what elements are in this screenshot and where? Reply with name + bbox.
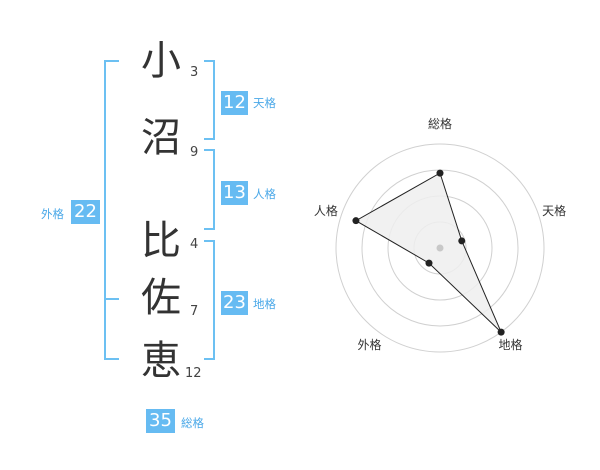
jinkaku-bracket-top (204, 149, 215, 151)
soukaku-label: 総格 (181, 416, 204, 430)
name-char-5: 恵 (141, 338, 181, 384)
radar-axis-label-1: 総格 (428, 116, 452, 131)
radar-point-1 (436, 169, 444, 177)
chikaku-badge: 23 (221, 291, 248, 315)
tenkaku-bracket-vertical (213, 60, 215, 140)
tenkaku-bracket-bottom (204, 138, 215, 140)
gaikaku-bracket-vertical (104, 60, 106, 360)
gaikaku-label: 外格 (41, 207, 64, 221)
jinkaku-bracket-vertical (213, 149, 215, 230)
stroke-count-5: 12 (185, 366, 202, 381)
stroke-count-1: 3 (190, 65, 199, 80)
chikaku-label: 地格 (253, 297, 276, 311)
stroke-count-2: 9 (190, 145, 199, 160)
jinkaku-bracket-bottom (204, 228, 215, 230)
jinkaku-badge: 13 (221, 181, 248, 205)
chikaku-bracket-top (204, 240, 215, 242)
chikaku-bracket-vertical (213, 240, 215, 360)
jinkaku-label: 人格 (253, 187, 276, 201)
tenkaku-bracket-top (204, 60, 215, 62)
gaikaku-badge: 22 (71, 200, 100, 224)
name-char-1: 小 (141, 38, 181, 84)
radar-axis-label-3: 地格 (498, 337, 522, 352)
radar-grid-ring (335, 143, 545, 353)
tenkaku-label: 天格 (253, 96, 276, 110)
name-char-3: 比 (141, 218, 181, 264)
radar-series-polygon (354, 172, 502, 333)
tenkaku-badge: 12 (221, 91, 248, 115)
name-char-4: 佐 (141, 275, 181, 321)
gaikaku-bracket-bottom (104, 358, 119, 360)
radar-axis-label-4: 外格 (357, 337, 381, 352)
gaikaku-bracket-top (104, 60, 119, 62)
radar-axis-label-5: 人格 (314, 203, 338, 218)
radar-point-3 (497, 328, 505, 336)
radar-point-4 (425, 259, 433, 267)
stroke-count-4: 7 (190, 304, 199, 319)
soukaku-badge: 35 (146, 409, 175, 433)
stroke-count-3: 4 (190, 237, 199, 252)
radar-point-2 (458, 237, 466, 245)
name-char-2: 沼 (141, 115, 181, 161)
gaikaku-bracket-middle (104, 298, 119, 300)
chikaku-bracket-bottom (204, 358, 215, 360)
radar-point-5 (352, 217, 360, 225)
radar-axis-label-2: 天格 (542, 203, 566, 218)
radar-center-dot (436, 244, 444, 252)
